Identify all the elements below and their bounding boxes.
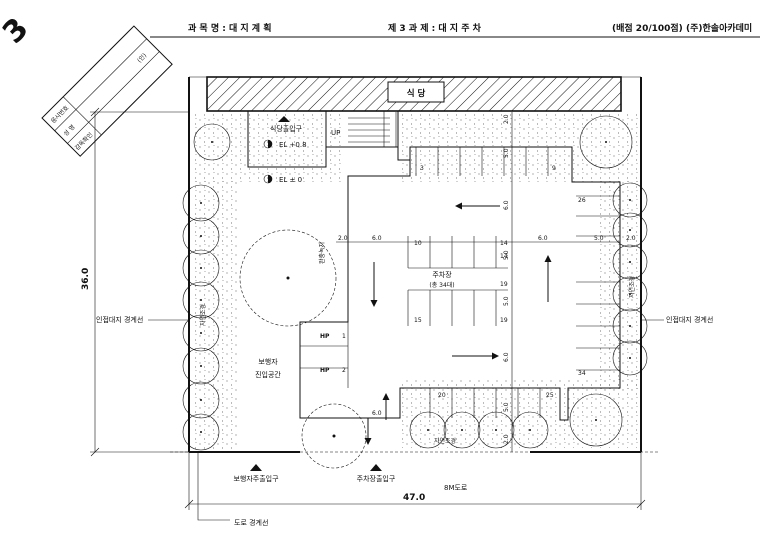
pedestrian-space-line2: 진입공간 xyxy=(255,370,281,379)
dim-stall: 5.0 xyxy=(503,148,510,158)
el-ground: EL ± 0 xyxy=(279,176,302,184)
stall-number: 9 xyxy=(552,165,556,172)
depth-dimension: 36.0 xyxy=(81,268,91,290)
pedestrian-entrance-label: 보행자주출입구 xyxy=(233,474,279,483)
dim-label: 14 xyxy=(500,253,508,260)
stall-number: 25 xyxy=(546,392,554,399)
stall-number: 15 xyxy=(414,317,422,324)
entrance-triangle-icon xyxy=(250,464,262,471)
neighbor-boundary-left-label: 인접대지 경계선 xyxy=(96,315,143,324)
dim-small: 2.0 xyxy=(503,114,510,124)
stair: UP xyxy=(325,110,399,148)
road-boundary-label: 도로 경계선 xyxy=(234,518,268,527)
dim-label: 19 xyxy=(500,281,508,288)
score-text: (배점 20/100점) xyxy=(612,22,683,34)
applicant-stamp-box: 응시번호 성 명 감독확인 (인) xyxy=(41,25,173,157)
neighbor-boundary-right-label: 인접대지 경계선 xyxy=(666,315,713,324)
restaurant-building: 식 당 xyxy=(206,76,622,112)
hp-number: 2 xyxy=(342,367,346,374)
site-labels: 자연조경 자연조경 자연조경 완충녹지 보행자 진입공간 보행자주출입구 주차장… xyxy=(96,242,713,527)
title-block: 과 목 명 : 대 지 계 획 제 3 과 제 : 대 지 주 차 (배점 20… xyxy=(150,22,760,38)
stamp-supervisor: 감독확인 xyxy=(73,131,94,152)
dim-stall: 5.0 xyxy=(503,250,510,260)
stall-number: 14 xyxy=(500,240,508,247)
subject-title: 과 목 명 : 대 지 계 획 xyxy=(188,22,272,34)
entrance-label: 식당출입구 xyxy=(270,124,303,133)
academy-name: (주)한솔아카데미 xyxy=(686,22,752,34)
exam-number: 3 xyxy=(0,11,36,51)
parking-center-label: 주차장 xyxy=(432,270,452,279)
width-dimension: 47.0 xyxy=(403,493,425,503)
tree-row-bottom xyxy=(409,393,623,449)
stall-number: 10 xyxy=(414,240,422,247)
hp-number: 1 xyxy=(342,333,346,340)
stall-numbers: 3 9 10 14 15 19 20 25 26 34 HP 1 HP 2 xyxy=(320,165,586,399)
dim-stall: 5.0 xyxy=(503,402,510,412)
parking-lot-outline xyxy=(299,146,621,421)
el-upper: EL +0.8 xyxy=(279,141,307,149)
stamp-seal: (인) xyxy=(136,52,148,64)
overall-dimensions: 36.0 47.0 xyxy=(81,107,646,510)
entrance-triangle-icon xyxy=(370,464,382,471)
dim-entrance: 6.0 xyxy=(372,410,382,417)
tree-row-left xyxy=(182,123,231,451)
dim-small: 2.0 xyxy=(338,235,348,242)
dim-stall: 5.0 xyxy=(594,235,604,242)
hp-label: HP xyxy=(320,333,330,340)
green-area-right-label: 자연조경 xyxy=(628,276,636,298)
dim-aisle: 6.0 xyxy=(503,352,510,362)
entrance-triangle-icon xyxy=(278,116,290,122)
landscape-speckle xyxy=(192,112,638,450)
stair-up-label: UP xyxy=(331,129,340,137)
pedestrian-space-line1: 보행자 xyxy=(258,357,278,366)
stamp-name: 성 명 xyxy=(62,123,77,138)
task-title: 제 3 과 제 : 대 지 주 차 xyxy=(388,22,482,34)
parking-dimensions: 2.0 6.0 6.0 5.0 2.0 2.0 5.0 6.0 5.0 5.0 … xyxy=(336,112,636,452)
stall-number: 26 xyxy=(578,197,586,204)
dim-aisle: 6.0 xyxy=(372,235,382,242)
road-label: 8M도로 xyxy=(444,484,468,492)
shade-trees-dashed xyxy=(239,229,367,469)
building-label: 식 당 xyxy=(407,88,426,99)
stall-number: 3 xyxy=(420,165,424,172)
parking-total-count: (총 34대) xyxy=(429,281,454,289)
dim-aisle: 6.0 xyxy=(538,235,548,242)
dim-aisle: 6.0 xyxy=(503,200,510,210)
parking-stalls xyxy=(300,147,620,418)
traffic-arrows xyxy=(364,202,552,445)
dim-small: 2.0 xyxy=(503,434,510,444)
stall-number: 19 xyxy=(500,317,508,324)
tree-row-right xyxy=(579,115,648,376)
stall-number: 20 xyxy=(438,392,446,399)
stall-number: 34 xyxy=(578,370,586,377)
parking-entrance-label: 주차장출입구 xyxy=(357,474,396,483)
dim-stall: 5.0 xyxy=(503,296,510,306)
elevation-marker-icon xyxy=(268,175,272,183)
green-area-bottom-label: 자연조경 xyxy=(434,437,456,445)
hp-label: HP xyxy=(320,367,330,374)
elevation-marker-icon xyxy=(268,140,272,148)
stamp-applicant-number: 응시번호 xyxy=(49,103,71,125)
buffer-green-label: 완충녹지 xyxy=(318,242,326,264)
green-area-left-label: 자연조경 xyxy=(199,304,207,326)
dim-small: 2.0 xyxy=(626,235,636,242)
